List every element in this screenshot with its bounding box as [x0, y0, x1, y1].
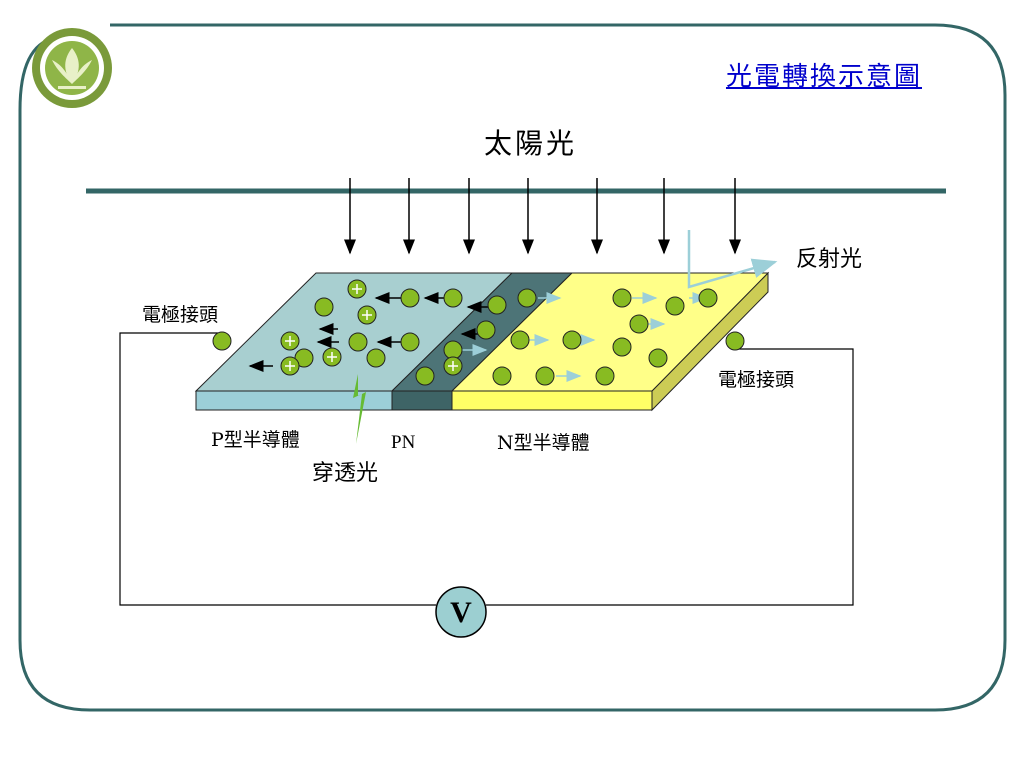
- university-seal-icon: [32, 28, 112, 108]
- plus-sign-icon: [362, 310, 372, 320]
- n-type-label: N型半導體: [497, 432, 590, 454]
- electron-particle: [612, 288, 632, 308]
- circuit-wire: [119, 332, 436, 606]
- electron-particle: [629, 314, 649, 334]
- reflected-light-label: 反射光: [796, 247, 863, 272]
- electron-particle: [698, 288, 718, 308]
- electron-particle: [612, 337, 632, 357]
- electron-particle: [725, 331, 745, 351]
- electron-particle: [400, 332, 420, 352]
- transmitted-light-ray: [353, 374, 366, 444]
- circuit-wire-right: [486, 348, 854, 606]
- pn-junction-label: PN: [391, 432, 416, 453]
- transmitted-light-label: 穿透光: [312, 461, 379, 486]
- electron-particle: [443, 340, 463, 360]
- plus-sign-icon: [352, 284, 362, 294]
- sunlight-label: 太陽光: [484, 127, 578, 160]
- electron-particle: [510, 330, 530, 350]
- electrode-left-label: 電極接頭: [142, 304, 219, 326]
- electrode-right-label: 電極接頭: [718, 369, 795, 391]
- electron-particle: [314, 297, 334, 317]
- voltmeter-label: V: [450, 596, 472, 629]
- electron-particle: [517, 288, 537, 308]
- electron-particle: [212, 331, 232, 351]
- electron-particle: [487, 295, 507, 315]
- charge-carriers: [212, 279, 745, 386]
- electron-particle: [415, 366, 435, 386]
- electron-particle: [476, 320, 496, 340]
- n-region-front: [451, 390, 653, 411]
- electron-particle: [366, 348, 386, 368]
- electron-particle: [648, 348, 668, 368]
- plus-sign-icon: [285, 336, 295, 346]
- sunlight-arrows: [344, 178, 741, 255]
- slide-title: 光電轉換示意圖: [725, 62, 922, 92]
- electron-particle: [348, 332, 368, 352]
- p-type-label: P型半導體: [211, 429, 300, 451]
- electron-particle: [665, 296, 685, 316]
- plus-sign-icon: [327, 352, 337, 362]
- electron-particle: [400, 288, 420, 308]
- pn-region-front: [391, 390, 453, 411]
- electron-particle: [492, 366, 512, 386]
- plus-sign-icon: [448, 361, 458, 371]
- drift-arrows: [248, 292, 497, 372]
- plus-sign-icon: [285, 361, 295, 371]
- electron-particle: [535, 366, 555, 386]
- electron-particle: [562, 330, 582, 350]
- electron-particle: [443, 288, 463, 308]
- reflected-light-ray: [687, 230, 778, 289]
- electron-particle: [595, 366, 615, 386]
- voltmeter: [435, 586, 487, 638]
- slide-frame: [18, 23, 1007, 712]
